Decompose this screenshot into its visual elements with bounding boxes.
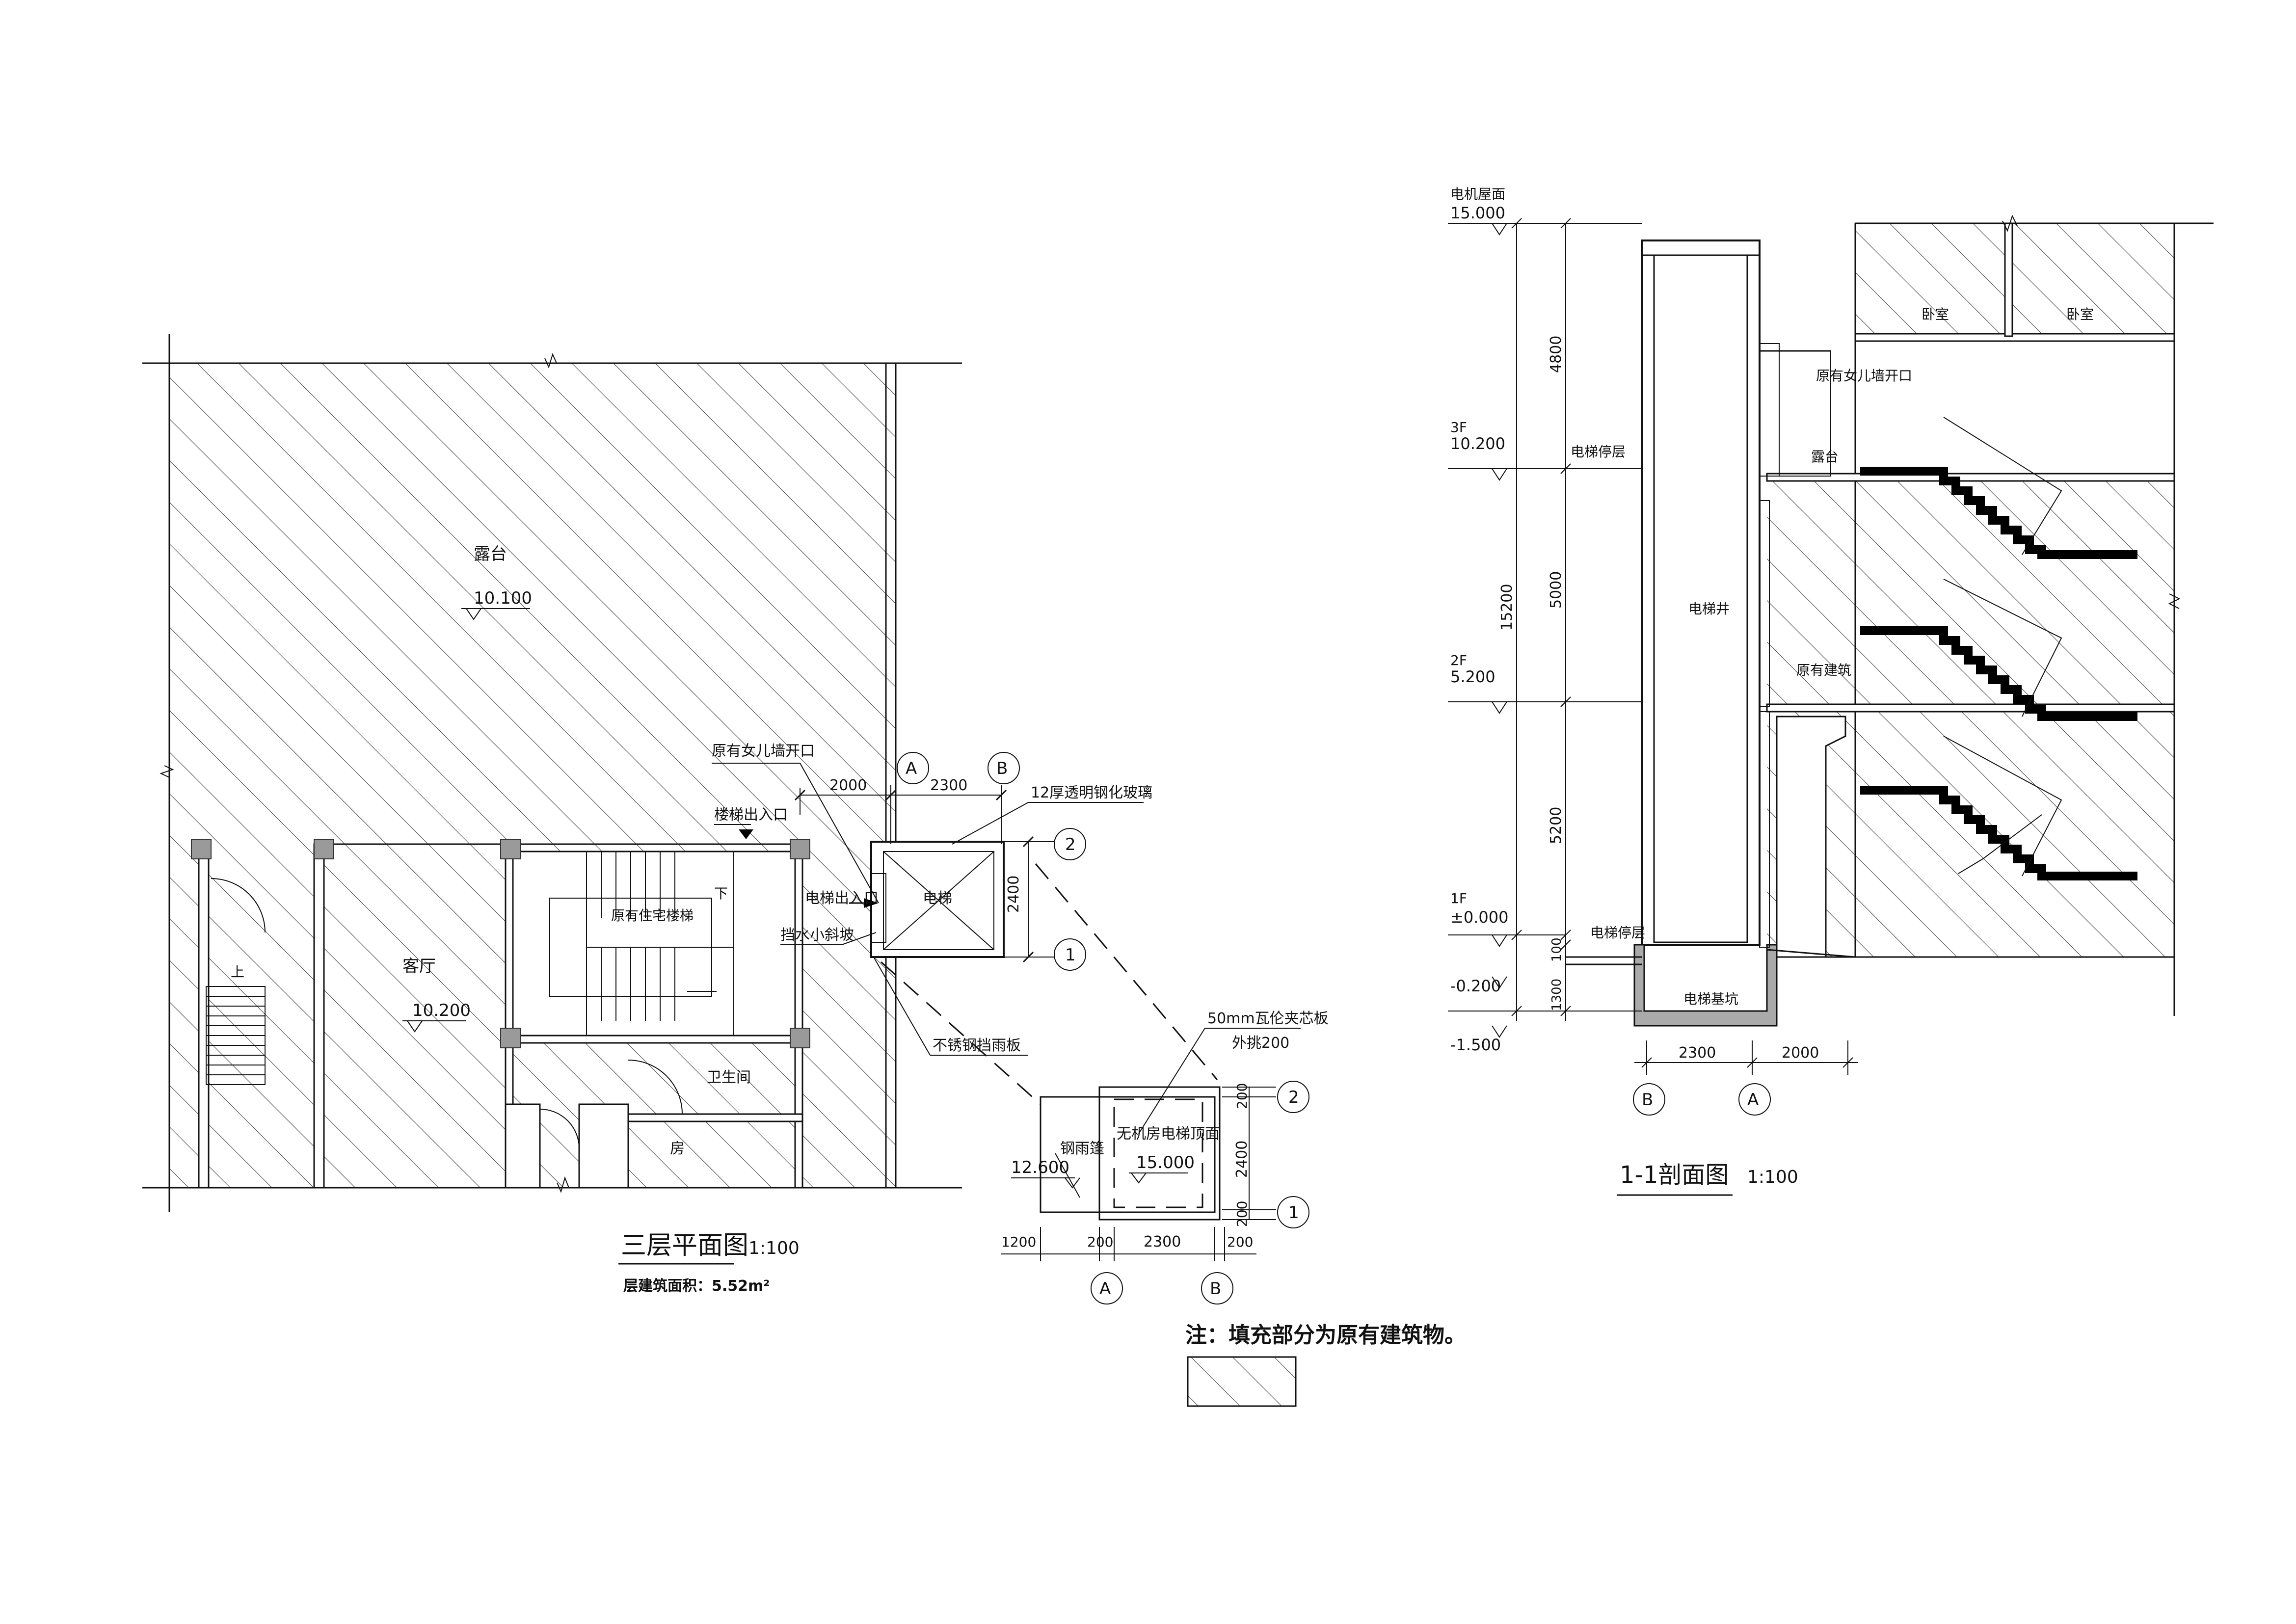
roof-detail: 50mm瓦伦夹芯板 外挑200 无机房电梯顶面 15.000 钢雨篷 12.60… bbox=[1001, 1010, 1329, 1305]
section-dim-4800: 4800 bbox=[1548, 336, 1565, 373]
overhang-note: 外挑200 bbox=[1232, 1035, 1289, 1052]
section-dim-5000: 5000 bbox=[1548, 571, 1565, 609]
level-1f-label: 1F bbox=[1450, 890, 1467, 906]
section-dim-2000: 2000 bbox=[1782, 1044, 1819, 1062]
terrace-elevation: 10.100 bbox=[474, 588, 532, 608]
stair-well bbox=[512, 851, 796, 1037]
roof-dim-1200: 1200 bbox=[1001, 1234, 1036, 1250]
elevator-shaft-section bbox=[1641, 240, 1761, 946]
plan-title: 三层平面图 bbox=[621, 1231, 748, 1260]
roof-dim-2400: 2400 bbox=[1233, 1141, 1251, 1178]
bedroom-label: 房 bbox=[670, 1140, 685, 1157]
section-dim-2300: 2300 bbox=[1679, 1044, 1716, 1062]
existing-building-hatch bbox=[169, 363, 896, 1188]
stair-up-label: 上 bbox=[231, 964, 244, 980]
section-dim-100: 100 bbox=[1549, 937, 1564, 962]
roof-axis-2: 2 bbox=[1288, 1088, 1299, 1107]
elevator-label: 电梯 bbox=[923, 890, 952, 907]
existing-stair-label: 原有住宅楼梯 bbox=[611, 907, 694, 924]
steel-canopy-elevation: 12.600 bbox=[1011, 1158, 1069, 1177]
glass-note: 12厚透明钢化玻璃 bbox=[1031, 784, 1152, 801]
bedroom-label-2: 卧室 bbox=[2066, 306, 2094, 322]
roof-dim-2300: 2300 bbox=[1144, 1233, 1181, 1251]
section-view: 电梯井 电梯基坑 电梯停层 电梯停层 原有女儿墙开口 露台 原有建筑 卧室 卧室… bbox=[1448, 186, 2214, 1196]
legend-note: 注：填充部分为原有建筑物。 bbox=[1185, 1323, 1466, 1348]
pit-label: 电梯基坑 bbox=[1683, 991, 1738, 1007]
floor-plan: 露台 10.100 客厅 10.200 卫生间 房 原有住宅楼梯 上 下 电梯 … bbox=[142, 334, 1218, 1295]
section-terrace-label: 露台 bbox=[1811, 449, 1839, 465]
section-title: 1-1剖面图 bbox=[1620, 1161, 1729, 1189]
level-1f-elevation: ±0.000 bbox=[1450, 908, 1508, 927]
roof-axis-1: 1 bbox=[1288, 1203, 1299, 1223]
stair-entrance-note: 楼梯出入口 bbox=[714, 806, 788, 824]
steel-canopy-label: 钢雨篷 bbox=[1060, 1140, 1104, 1157]
roof-dim-200-top: 200 bbox=[1234, 1083, 1250, 1109]
plan-axis-a: A bbox=[906, 759, 917, 778]
level-3f-elevation: 10.200 bbox=[1450, 434, 1505, 453]
section-axis-b: B bbox=[1642, 1090, 1653, 1110]
section-dim-5200: 5200 bbox=[1548, 807, 1565, 844]
stop-level-top: 电梯停层 bbox=[1571, 444, 1626, 460]
level-neg-1500: -1.500 bbox=[1450, 1036, 1501, 1054]
parapet-opening-note: 原有女儿墙开口 bbox=[712, 743, 815, 760]
elevator-roof-elevation: 15.000 bbox=[1136, 1153, 1195, 1172]
elevator-roof-label: 无机房电梯顶面 bbox=[1117, 1125, 1220, 1143]
existing-building-label: 原有建筑 bbox=[1796, 662, 1851, 678]
bathroom-label: 卫生间 bbox=[707, 1069, 751, 1086]
plan-axis-b: B bbox=[996, 759, 1008, 778]
roof-axis-b: B bbox=[1210, 1279, 1221, 1299]
section-axis-a: A bbox=[1747, 1090, 1759, 1110]
roof-level-elevation: 15.000 bbox=[1450, 204, 1505, 222]
roof-dim-200-right: 200 bbox=[1227, 1234, 1253, 1250]
section-scale: 1:100 bbox=[1747, 1167, 1798, 1187]
section-dim-1300: 1300 bbox=[1549, 979, 1564, 1011]
bedroom-label-1: 卧室 bbox=[1922, 306, 1949, 322]
legend-hatch-swatch bbox=[1187, 1356, 1297, 1407]
roof-dim-200-bottom: 200 bbox=[1234, 1201, 1250, 1227]
plan-axis-2: 2 bbox=[1065, 835, 1076, 854]
section-existing-hatch-top bbox=[1855, 223, 2174, 339]
living-room-label: 客厅 bbox=[402, 957, 436, 976]
legend: 注：填充部分为原有建筑物。 bbox=[1185, 1323, 1466, 1407]
stair-down-label: 下 bbox=[714, 885, 728, 902]
canopy-note: 不锈钢挡雨板 bbox=[933, 1037, 1021, 1054]
living-room-elevation: 10.200 bbox=[412, 1001, 471, 1020]
plan-dim-2400: 2400 bbox=[1005, 876, 1022, 913]
level-2f-label: 2F bbox=[1450, 652, 1467, 668]
level-2f-elevation: 5.200 bbox=[1450, 667, 1495, 686]
level-3f-label: 3F bbox=[1450, 419, 1467, 435]
section-dim-15200: 15200 bbox=[1498, 584, 1516, 631]
plan-dim-2000: 2000 bbox=[829, 777, 867, 794]
roof-dim-200-left: 200 bbox=[1087, 1234, 1113, 1250]
shaft-label: 电梯井 bbox=[1688, 601, 1730, 617]
section-parapet-note: 原有女儿墙开口 bbox=[1816, 368, 1912, 384]
water-slope-note: 挡水小斜坡 bbox=[780, 927, 854, 944]
roof-axis-a: A bbox=[1099, 1279, 1111, 1299]
elevator-entrance-note: 电梯出入口 bbox=[805, 890, 879, 907]
plan-scale: 1:100 bbox=[748, 1238, 800, 1258]
plan-axis-1: 1 bbox=[1065, 945, 1076, 965]
terrace-label: 露台 bbox=[474, 544, 507, 564]
level-neg-0200: -0.200 bbox=[1450, 977, 1501, 995]
roof-level-label: 电机屋面 bbox=[1450, 186, 1505, 202]
stop-level-bottom: 电梯停层 bbox=[1590, 925, 1645, 941]
sandwich-panel-note: 50mm瓦伦夹芯板 bbox=[1207, 1010, 1329, 1027]
floor-area-note: 层建筑面积：5.52m² bbox=[623, 1278, 770, 1295]
plan-dim-2300: 2300 bbox=[930, 777, 967, 794]
